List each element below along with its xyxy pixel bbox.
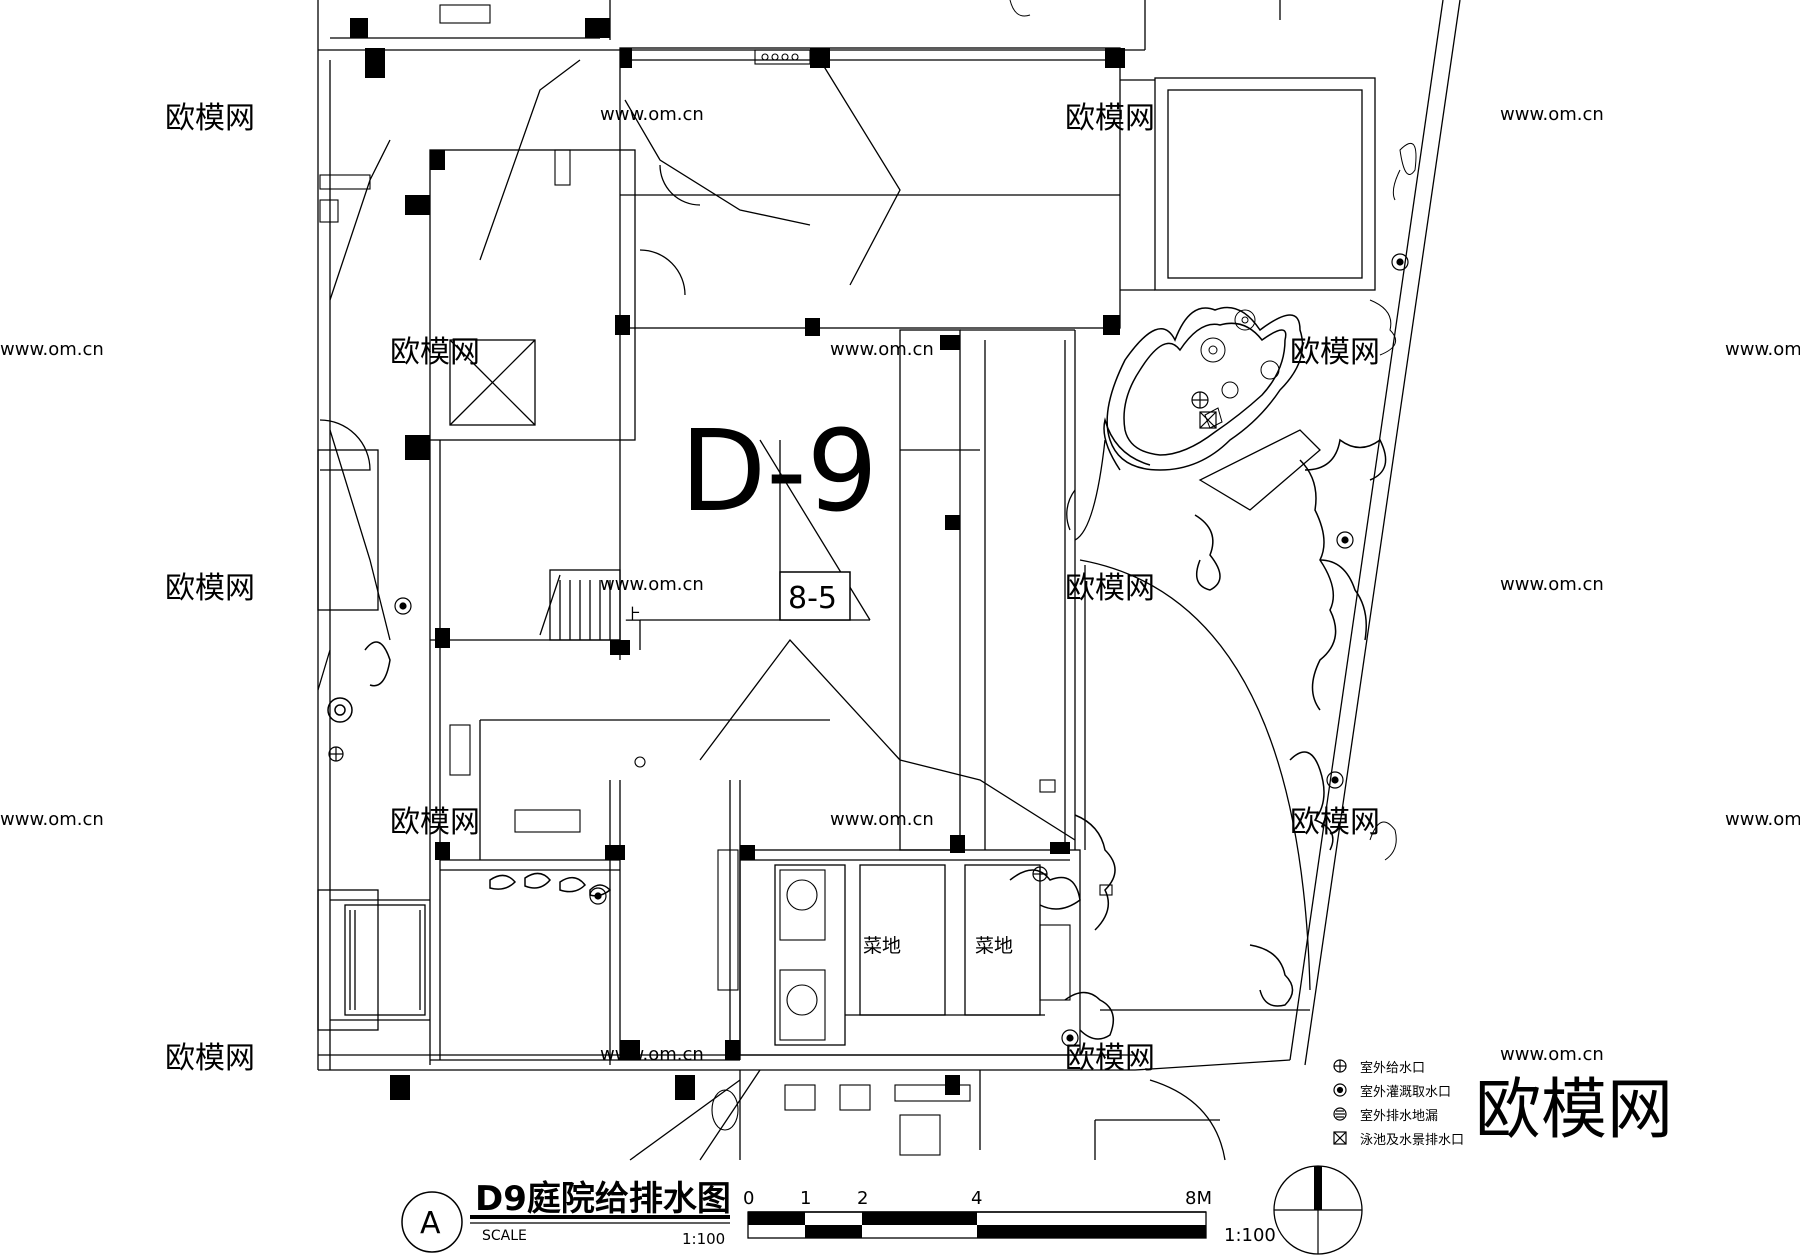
watermark-site: www.om.cn [830, 809, 934, 830]
watermark-site: www.om.cn [600, 574, 704, 595]
fixtures [319, 4, 1113, 1156]
legend-item: 室外灌溉取水口 [1333, 1083, 1451, 1100]
legend-label: 室外给水口 [1360, 1060, 1425, 1076]
water-supply-outlet-icon [1333, 1059, 1347, 1073]
watermark-site: www.om.cn [1500, 1044, 1604, 1065]
outlet-symbols [328, 253, 1409, 1047]
scale-tick-label: 8M [1185, 1188, 1212, 1209]
watermark-brand: 欧模网 [165, 1041, 255, 1076]
watermark-brand: 欧模网 [1065, 571, 1155, 606]
scale-tick-label: 1 [800, 1188, 811, 1209]
scale-segment [805, 1225, 862, 1238]
irrigation-outlet-icon [1333, 1083, 1347, 1097]
watermark-site: www.om.cn [830, 339, 934, 360]
scale-tick-label: 4 [971, 1188, 982, 1209]
scale-tick-label: 2 [857, 1188, 868, 1209]
wall-columns [350, 18, 1125, 1100]
watermark-site: www.om.cn [1725, 809, 1800, 830]
watermark-layer: 欧模网 www.om.cn 欧模网 www.om.cn www.om.cn 欧模… [0, 101, 1800, 1076]
scale-word: SCALE [482, 1228, 527, 1244]
scale-segment [748, 1212, 805, 1225]
scale-bar: 0 1 2 4 8M 1:100 [743, 1188, 1276, 1246]
title-marker-circle [401, 1191, 463, 1253]
watermark-site: www.om.cn [1500, 574, 1604, 595]
watermark-site: www.om.cn [0, 339, 104, 360]
vegetable-plot-label: 菜地 [975, 935, 1013, 957]
title-scale-value: 1:100 [682, 1230, 725, 1248]
legend-item: 室外给水口 [1333, 1059, 1425, 1076]
north-arrow-icon [1273, 1165, 1363, 1255]
watermark-site: www.om.cn [1725, 339, 1800, 360]
legend-label: 室外灌溉取水口 [1360, 1084, 1451, 1100]
watermark-brand: 欧模网 [390, 805, 480, 840]
watermark-brand: 欧模网 [1065, 101, 1155, 136]
legend: 室外给水口 室外灌溉取水口 室外排水地漏 泳池及水景排水口 [1333, 1059, 1464, 1148]
scale-tick-label: 0 [743, 1188, 754, 1209]
watermark-site: www.om.cn [1500, 104, 1604, 125]
scale-ratio-label: 1:100 [1224, 1225, 1276, 1246]
watermark-brand: 欧模网 [165, 101, 255, 136]
area-tag-box [779, 571, 851, 621]
brand-watermark: 欧模网 [1475, 1071, 1673, 1148]
scale-segment [862, 1212, 977, 1225]
watermark-brand: 欧模网 [165, 571, 255, 606]
vegetable-plot-label: 菜地 [863, 935, 901, 957]
scale-segment [977, 1225, 1206, 1238]
drawing-title: D9庭院给排水图 [475, 1179, 731, 1219]
watermark-brand: 欧模网 [1290, 335, 1380, 370]
legend-item: 泳池及水景排水口 [1333, 1131, 1464, 1148]
legend-label: 泳池及水景排水口 [1360, 1133, 1464, 1148]
legend-item: 室外排水地漏 [1333, 1107, 1438, 1124]
title-marker-letter: A [420, 1206, 441, 1241]
floor-drain-icon [1333, 1107, 1347, 1121]
building-outline [317, 0, 1461, 1161]
pool-drain-outlet-icon [1333, 1131, 1347, 1145]
watermark-site: www.om.cn [0, 809, 104, 830]
watermark-brand: 欧模网 [1290, 805, 1380, 840]
watermark-brand: 欧模网 [390, 335, 480, 370]
planting-symbols [1009, 0, 1417, 861]
area-tag-label: 8-5 [788, 581, 837, 616]
stair-up-label: 上 [625, 605, 641, 624]
legend-label: 室外排水地漏 [1360, 1108, 1438, 1124]
watermark-site: www.om.cn [600, 104, 704, 125]
unit-code-label: D-9 [680, 407, 878, 537]
title-block: A D9庭院给排水图 SCALE 1:100 [401, 1179, 731, 1253]
watermark-brand: 欧模网 [1065, 1041, 1155, 1076]
landscape-rocks [327, 306, 1387, 1040]
